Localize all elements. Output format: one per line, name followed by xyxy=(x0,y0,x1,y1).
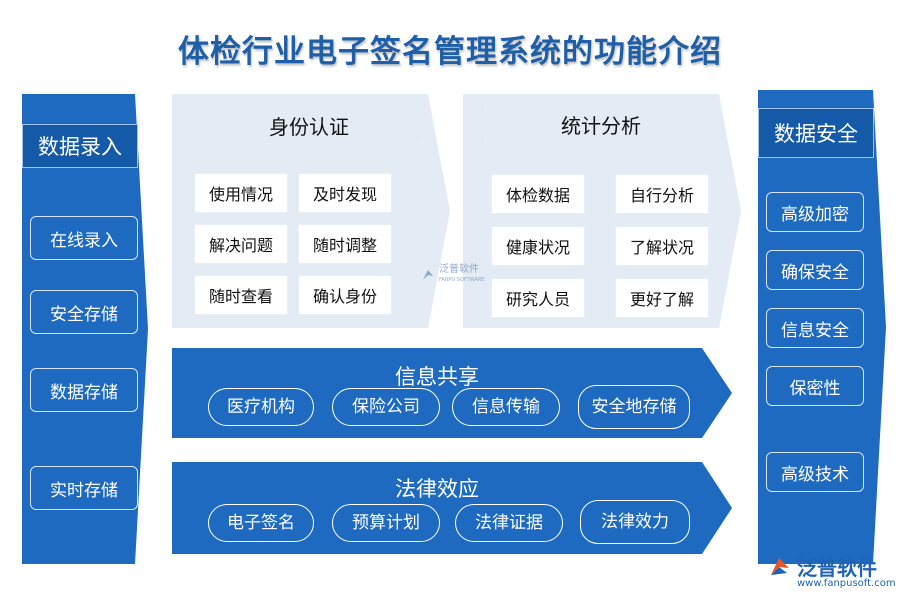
identity-cell-adjust-anytime: 随时调整 xyxy=(298,224,392,264)
identity-cell-confirm-identity: 确认身份 xyxy=(298,275,392,315)
left-column-data-entry: 数据录入 在线录入 安全存储 数据存储 实时存储 xyxy=(22,94,148,564)
watermark-logo-icon xyxy=(423,270,433,280)
stats-cell-health-status: 健康状况 xyxy=(491,226,585,266)
right-item-advanced-technology: 高级技术 xyxy=(766,452,864,492)
law-item-budget-plan: 预算计划 xyxy=(332,504,440,542)
share-item-secure-storage: 安全地存储 xyxy=(578,385,690,429)
law-item-electronic-signature: 电子签名 xyxy=(208,504,314,542)
left-item-data-storage: 数据存储 xyxy=(30,368,138,412)
right-item-confidentiality: 保密性 xyxy=(766,366,864,406)
share-item-medical-institutions: 医疗机构 xyxy=(208,388,314,426)
brand-name: 泛普软件 xyxy=(797,556,877,580)
band-law-title: 法律效应 xyxy=(395,477,479,501)
right-column-heading: 数据安全 xyxy=(758,108,874,158)
right-item-advanced-encryption: 高级加密 xyxy=(766,192,864,232)
right-item-ensure-security: 确保安全 xyxy=(766,250,864,290)
law-item-legal-validity: 法律效力 xyxy=(580,500,690,544)
identity-cell-view-anytime: 随时查看 xyxy=(194,275,288,315)
right-column-data-security: 数据安全 高级加密 确保安全 信息安全 保密性 高级技术 xyxy=(758,90,886,564)
panel-stats-title: 统计分析 xyxy=(485,104,717,144)
right-column-arrow-shape xyxy=(758,90,886,564)
stats-cell-understand-status: 了解状况 xyxy=(615,226,709,266)
left-item-secure-storage: 安全存储 xyxy=(30,290,138,334)
left-column-heading: 数据录入 xyxy=(22,124,138,168)
watermark: 泛普软件 FANPU SOFTWARE xyxy=(420,265,485,285)
law-item-legal-evidence: 法律证据 xyxy=(455,504,563,542)
identity-cell-solve-problems: 解决问题 xyxy=(194,224,288,264)
identity-cell-usage: 使用情况 xyxy=(194,173,288,213)
left-item-realtime-storage: 实时存储 xyxy=(30,466,138,510)
stats-cell-researchers: 研究人员 xyxy=(491,278,585,318)
brand-logo: 泛普软件 xyxy=(767,552,877,581)
brand-logo-icon xyxy=(771,557,789,575)
panel-stats-shape xyxy=(463,94,741,328)
right-item-information-security: 信息安全 xyxy=(766,308,864,348)
stats-cell-better-understanding: 更好了解 xyxy=(615,278,709,318)
left-column-arrow-shape xyxy=(22,94,148,564)
page-title: 体检行业电子签名管理系统的功能介绍 xyxy=(178,34,722,70)
watermark-text: 泛普软件 xyxy=(439,264,479,275)
brand-url: www.fanpusoft.com xyxy=(797,578,896,589)
stats-cell-exam-data: 体检数据 xyxy=(491,174,585,214)
band-share-title: 信息共享 xyxy=(395,365,479,389)
identity-cell-timely-discovery: 及时发现 xyxy=(298,173,392,213)
watermark-subtext: FANPU SOFTWARE xyxy=(439,277,485,283)
share-item-insurance-companies: 保险公司 xyxy=(332,388,440,426)
share-item-information-transfer: 信息传输 xyxy=(452,388,560,426)
panel-identity-title: 身份认证 xyxy=(194,106,424,144)
left-item-online-entry: 在线录入 xyxy=(30,216,138,260)
stats-cell-self-analysis: 自行分析 xyxy=(615,174,709,214)
